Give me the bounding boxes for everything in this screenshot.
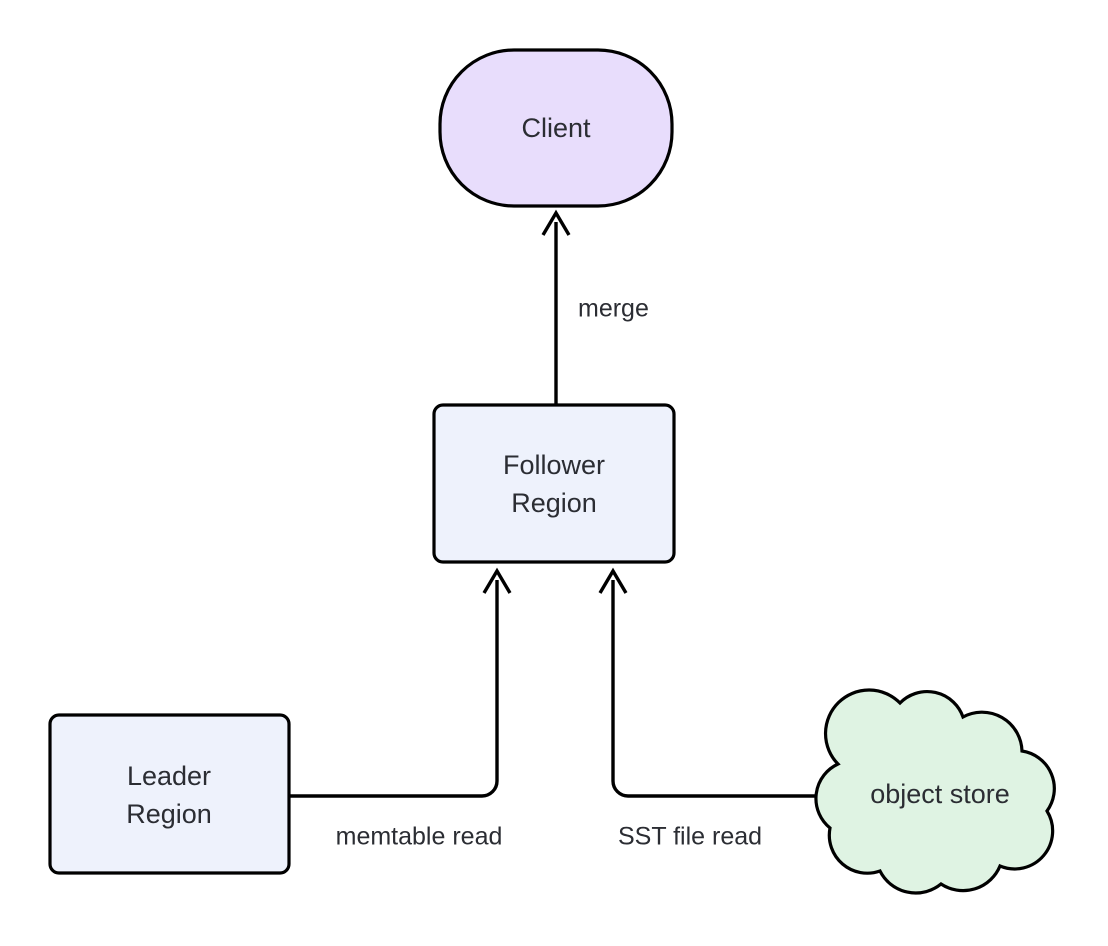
- edge-memtable-read-arrowhead: [482, 567, 512, 594]
- edge-sst-file-read-line: [611, 580, 818, 798]
- node-follower-region-label-line1: Follower: [503, 450, 605, 480]
- node-follower-region[interactable]: Follower Region: [432, 403, 676, 564]
- node-follower-region-label-line2: Region: [511, 488, 597, 518]
- node-client-label: Client: [521, 113, 591, 143]
- node-leader-region-shape: [48, 713, 291, 875]
- edge-memtable-read-line: [289, 580, 499, 798]
- node-leader-region-label-line1: Leader: [127, 761, 211, 791]
- node-leader-region[interactable]: Leader Region: [48, 713, 291, 875]
- node-client[interactable]: Client: [438, 48, 674, 208]
- node-leader-region-label-line2: Region: [126, 799, 212, 829]
- node-follower-region-shape: [432, 403, 676, 564]
- edge-sst-file-read-arrowhead: [598, 567, 628, 594]
- node-object-store-label: object store: [870, 779, 1010, 809]
- edge-memtable-read[interactable]: memtable read: [289, 567, 512, 851]
- edge-merge-arrowhead: [541, 209, 571, 236]
- node-object-store-shape: [814, 688, 1056, 895]
- node-object-store[interactable]: object store: [814, 688, 1056, 895]
- edge-label-memtable-read: memtable read: [336, 823, 503, 851]
- node-client-shape: [438, 48, 674, 208]
- edge-label-sst-file-read: SST file read: [618, 823, 762, 851]
- edge-sst-file-read[interactable]: SST file read: [598, 567, 818, 851]
- edge-merge[interactable]: merge: [541, 209, 649, 405]
- edge-label-merge: merge: [578, 295, 649, 323]
